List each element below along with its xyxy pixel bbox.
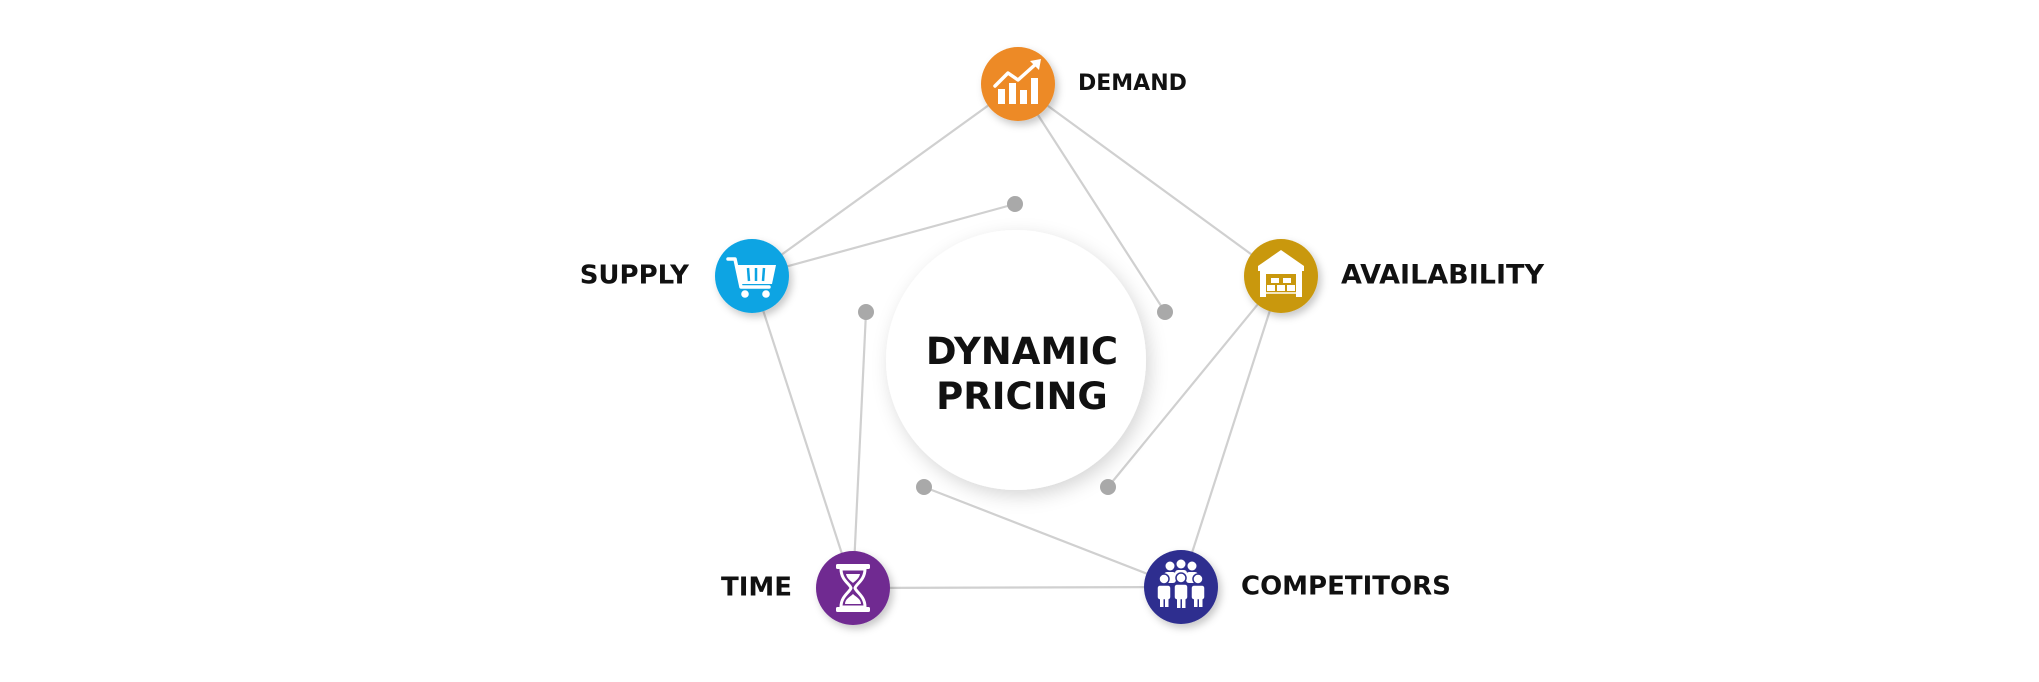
edge-availability-inner: [1107, 275, 1282, 488]
center-circle: [886, 230, 1146, 490]
inner-dot: [858, 304, 874, 320]
edge-supply-demand: [751, 83, 1019, 277]
inner-dot: [1100, 479, 1116, 495]
edge-availability-competitors: [1179, 275, 1283, 588]
time-circle[interactable]: [816, 551, 890, 625]
center-title-line1: DYNAMIC: [926, 330, 1118, 373]
center-title-line2: PRICING: [936, 375, 1108, 418]
node-supply[interactable]: SUPPLY: [580, 239, 789, 313]
demand-label: DEMAND: [1078, 71, 1187, 96]
edge-time-supply: [750, 275, 855, 589]
edge-supply-inner: [751, 202, 1016, 278]
connector-lines: [750, 83, 1283, 590]
supply-label: SUPPLY: [580, 261, 690, 291]
time-label: TIME: [721, 573, 792, 603]
node-competitors[interactable]: COMPETITORS: [1144, 550, 1451, 624]
node-availability[interactable]: AVAILABILITY: [1244, 239, 1544, 313]
inner-dot: [1157, 304, 1173, 320]
competitors-label: COMPETITORS: [1241, 572, 1451, 602]
center-hub: DYNAMIC PRICING: [886, 230, 1146, 490]
edge-demand-inner: [1017, 83, 1166, 313]
people-group-icon: [1156, 559, 1206, 608]
node-time[interactable]: TIME: [721, 551, 890, 625]
warehouse-icon: [1258, 250, 1304, 297]
edge-competitors-inner: [923, 485, 1182, 589]
growth-chart-icon: [993, 59, 1041, 104]
inner-dots: [858, 196, 1173, 495]
edge-competitors-time: [852, 585, 1182, 590]
shopping-cart-icon: [726, 257, 776, 298]
availability-label: AVAILABILITY: [1341, 260, 1544, 291]
hourglass-icon: [836, 564, 870, 612]
node-demand[interactable]: DEMAND: [981, 47, 1187, 121]
edge-demand-availability: [1017, 83, 1282, 277]
edge-time-inner: [851, 311, 868, 589]
inner-dot: [916, 479, 932, 495]
demand-circle[interactable]: [981, 47, 1055, 121]
inner-dot: [1007, 196, 1023, 212]
